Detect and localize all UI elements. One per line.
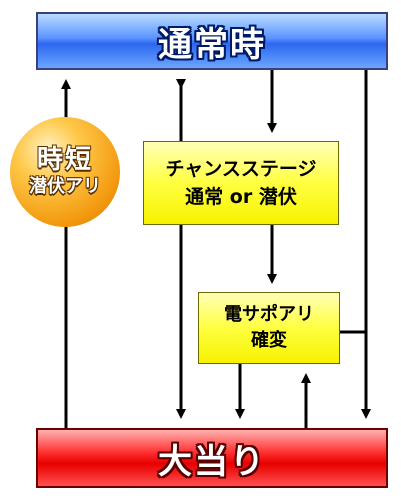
chance-stage-box: チャンスステージ 通常 or 潜伏 <box>143 141 339 225</box>
jackpot-bar: 大当り <box>36 428 388 488</box>
normal-state-label: 通常時 <box>158 24 266 65</box>
jitan-circle: 時短 潜伏アリ <box>10 117 120 227</box>
chance-stage-label: チャンスステージ <box>165 158 317 180</box>
jitan-sub-label: 潜伏アリ <box>29 176 101 197</box>
normal-state-bar: 通常時 <box>36 12 388 70</box>
densup-box: 電サポアリ 確変 <box>198 292 340 364</box>
densup-sub-label: 確変 <box>251 330 287 351</box>
densup-label: 電サポアリ <box>224 304 314 325</box>
jitan-label: 時短 <box>36 145 93 175</box>
chance-stage-sub-label: 通常 or 潜伏 <box>185 186 297 208</box>
jackpot-label: 大当り <box>158 441 266 482</box>
